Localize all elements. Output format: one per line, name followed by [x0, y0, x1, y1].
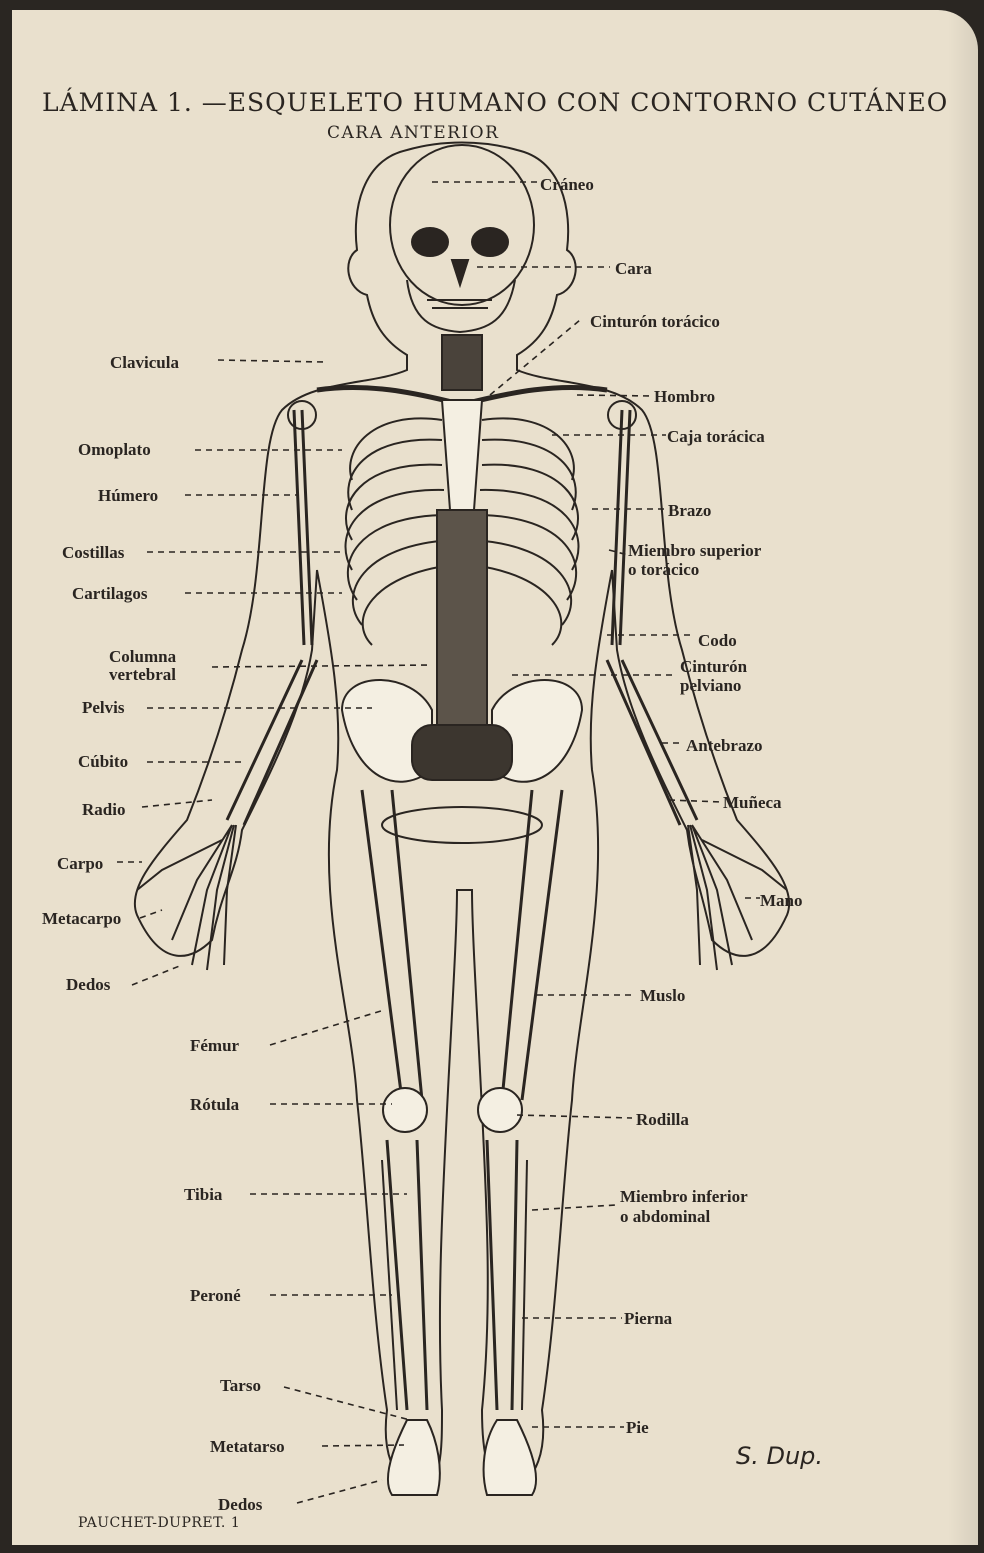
hand-left — [137, 825, 236, 970]
label-dedos-pie: Dedos — [218, 1495, 262, 1514]
label-radio: Radio — [82, 800, 125, 819]
sacrum — [412, 725, 512, 780]
pubis — [382, 807, 542, 843]
label-carpo: Carpo — [57, 854, 103, 873]
fibula-left — [382, 1160, 397, 1410]
label-miembro-inferior-1: Miembro inferior — [620, 1187, 748, 1206]
label-cinturon-pelviano-2: pelviano — [680, 676, 741, 695]
label-caja-toracica: Caja torácica — [667, 427, 765, 446]
label-femur: Fémur — [190, 1036, 239, 1055]
femur-right — [502, 790, 562, 1100]
lumbar-spine — [437, 510, 487, 725]
label-tibia: Tibia — [184, 1185, 222, 1204]
label-perone: Peroné — [190, 1286, 241, 1305]
label-miembro-superior-1: Miembro superior — [628, 541, 761, 560]
label-cinturon-pelviano-1: Cinturón — [680, 657, 747, 676]
label-metatarso: Metatarso — [210, 1437, 285, 1456]
label-columna-2: vertebral — [109, 665, 176, 684]
eye-socket-left — [412, 228, 448, 256]
label-pierna: Pierna — [624, 1309, 672, 1328]
eye-socket-right — [472, 228, 508, 256]
book-page: LÁMINA 1. —ESQUELETO HUMANO CON CONTORNO… — [12, 10, 978, 1545]
label-columna-1: Columna — [109, 647, 176, 666]
foot-left — [388, 1420, 440, 1495]
label-mano: Mano — [760, 891, 803, 910]
label-cara: Cara — [615, 259, 652, 278]
label-costillas: Costillas — [62, 543, 124, 562]
label-tarso: Tarso — [220, 1376, 261, 1395]
plate-subtitle: CARA ANTERIOR — [327, 123, 499, 143]
label-dedos-mano: Dedos — [66, 975, 110, 994]
cervical-spine — [442, 335, 482, 390]
label-omoplato: Omoplato — [78, 440, 151, 459]
humerus-right — [612, 410, 630, 645]
foot-right — [484, 1420, 536, 1495]
femur-left — [362, 790, 422, 1100]
jaw — [407, 280, 515, 332]
patella-right — [478, 1088, 522, 1132]
label-craneo: Cráneo — [540, 175, 594, 194]
page-footer: PAUCHET-DUPRET. 1 — [78, 1515, 240, 1531]
label-metacarpo: Metacarpo — [42, 909, 121, 928]
label-miembro-inferior-2: o abdominal — [620, 1207, 710, 1226]
label-antebrazo: Antebrazo — [686, 736, 762, 755]
label-hombro: Hombro — [654, 387, 715, 406]
label-cartilagos: Cartilagos — [72, 584, 148, 603]
label-brazo: Brazo — [668, 501, 711, 520]
artist-signature: S. Dup. — [736, 1442, 823, 1470]
label-miembro-superior-2: o torácico — [628, 560, 699, 579]
label-pelvis: Pelvis — [82, 698, 125, 717]
tibia-left — [387, 1140, 427, 1410]
label-humero: Húmero — [98, 486, 158, 505]
label-rodilla: Rodilla — [636, 1110, 689, 1129]
humerus-left — [294, 410, 312, 645]
label-muneca: Muñeca — [723, 793, 782, 812]
label-cubito: Cúbito — [78, 752, 128, 771]
patella-left — [383, 1088, 427, 1132]
label-rotula: Rótula — [190, 1095, 239, 1114]
label-cinturon-toracico: Cinturón torácico — [590, 312, 720, 331]
skeleton-illustration — [12, 10, 978, 1545]
nasal-cavity — [452, 260, 468, 285]
label-clavicula: Clavicula — [110, 353, 179, 372]
tibia-right — [487, 1140, 517, 1410]
label-pie: Pie — [626, 1418, 649, 1437]
label-muslo: Muslo — [640, 986, 685, 1005]
fibula-right — [522, 1160, 527, 1410]
label-codo: Codo — [698, 631, 737, 650]
plate-title: LÁMINA 1. —ESQUELETO HUMANO CON CONTORNO… — [42, 88, 842, 117]
sternum — [442, 400, 482, 510]
